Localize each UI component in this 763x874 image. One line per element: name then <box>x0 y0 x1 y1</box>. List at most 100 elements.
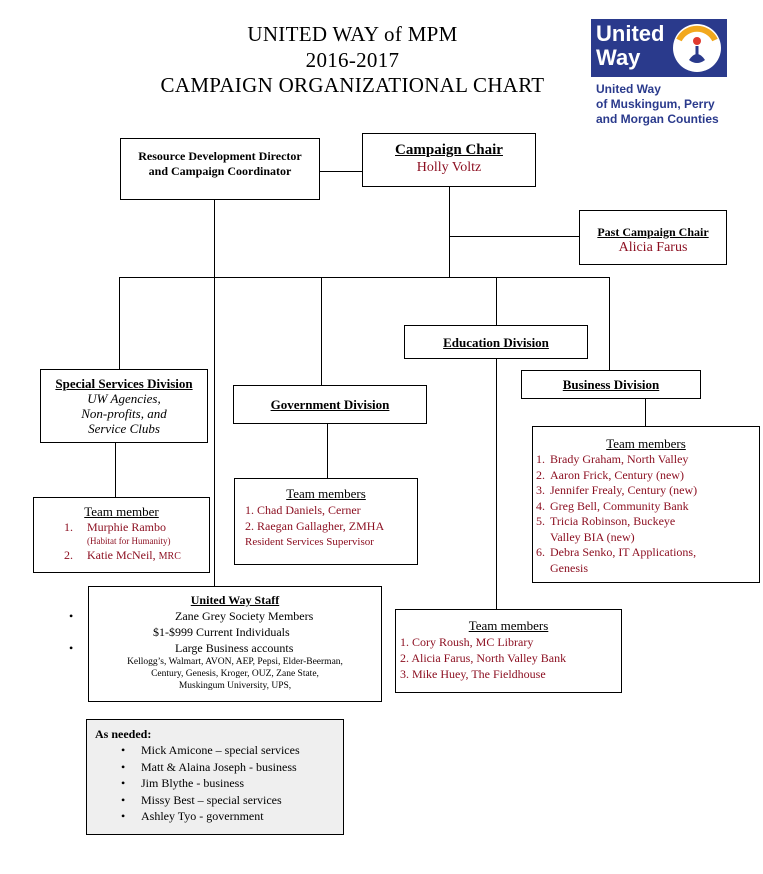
resource-director-line2: and Campaign Coordinator <box>148 164 292 178</box>
education-division-title: Education Division <box>443 335 549 350</box>
government-team-box: Team members 1. Chad Daniels, Cerner 2. … <box>234 478 418 565</box>
logo-word-united: United <box>596 21 665 46</box>
business-member-num: 6. <box>536 545 545 559</box>
business-member-line1: Debra Senko, IT Applications, <box>550 545 697 559</box>
business-division-box: Business Division <box>521 370 701 399</box>
as-needed-item: Jim Blythe - business <box>141 775 343 792</box>
special-services-desc1: UW Agencies, <box>87 391 161 406</box>
resource-director-line1: Resource Development Director <box>138 149 302 163</box>
logo-subtitle: United Way of Muskingum, Perry and Morga… <box>596 82 756 127</box>
business-member-list: 1. Brady Graham, North Valley 2.Aaron Fric… <box>533 452 759 576</box>
special-services-desc2: Non-profits, and <box>81 406 167 421</box>
connector-past-chair <box>449 236 579 237</box>
business-member-num: 3. <box>536 483 545 497</box>
campaign-chair-box: Campaign Chair Holly Voltz <box>362 133 536 187</box>
business-member-num: 2. <box>536 467 545 482</box>
business-team-box: Team members 1. Brady Graham, North Valle… <box>532 426 760 583</box>
as-needed-item: Ashley Tyo - government <box>141 808 343 825</box>
connector-education-team <box>496 359 497 609</box>
special-member-2: 2. Katie McNeil, MRC <box>34 548 209 564</box>
past-chair-box: Past Campaign Chair Alicia Farus <box>579 210 727 265</box>
as-needed-item-text: Jim Blythe - business <box>141 776 245 790</box>
education-team-title: Team members <box>468 618 549 633</box>
as-needed-title: As needed: <box>95 727 152 741</box>
staff-accounts-3: Muskingum University, UPS, <box>178 681 292 691</box>
logo-sub-line2: of Muskingum, Perry <box>596 97 715 111</box>
connector-special <box>119 277 120 369</box>
logo-sub-line3: and Morgan Counties <box>596 112 719 126</box>
special-member-1-note: (Habitat for Humanity) <box>87 536 171 546</box>
as-needed-box: As needed: Mick Amicone – special servic… <box>86 719 344 835</box>
logo-sub-line1: United Way <box>596 82 661 96</box>
special-services-team-title: Team member <box>84 504 159 519</box>
business-team-title: Team members <box>606 436 686 451</box>
special-member-1: 1. Murphie Rambo <box>34 520 209 535</box>
government-division-box: Government Division <box>233 385 427 424</box>
connector-education <box>496 277 497 325</box>
campaign-chair-title: Campaign Chair <box>395 142 503 158</box>
government-division-title: Government Division <box>270 397 390 412</box>
connector-special-team <box>115 443 116 497</box>
business-member-num: 1. <box>536 452 545 466</box>
staff-item-2: $1-$999 Current Individuals <box>153 625 290 639</box>
staff-accounts-1: Kellogg’s, Walmart, AVON, AEP, Pepsi, El… <box>127 657 343 667</box>
education-member-2: 2. Alicia Farus, North Valley Bank <box>400 651 567 665</box>
business-member-line1: Brady Graham, North Valley <box>550 452 689 466</box>
government-member-2-role: Resident Services Supervisor <box>245 536 374 548</box>
business-member: 4. Greg Bell, Community Bank <box>533 499 759 515</box>
education-team-box: Team members 1. Cory Roush, MC Library 2… <box>395 609 622 693</box>
connector-government <box>321 277 322 385</box>
special-services-box: Special Services Division UW Agencies, N… <box>40 369 208 443</box>
logo-word-way: Way <box>596 45 641 70</box>
campaign-chair-name: Holly Voltz <box>416 160 482 175</box>
education-member-3: 3. Mike Huey, The Fieldhouse <box>400 667 546 681</box>
united-way-hand-icon <box>673 24 721 72</box>
special-member-1-num: 1. <box>64 520 73 534</box>
business-member: 6.Debra Senko, IT Applications,Genesis <box>533 545 759 576</box>
chart-title-line3: CAMPAIGN ORGANIZATIONAL CHART <box>160 73 545 97</box>
government-member-2: 2. Raegan Gallagher, ZMHA <box>245 519 385 533</box>
business-member-num: 5. <box>536 514 545 528</box>
as-needed-item-text: Mick Amicone – special services <box>141 743 300 757</box>
staff-accounts-2: Century, Genesis, Kroger, OUZ, Zane Stat… <box>151 669 319 679</box>
special-services-team-box: Team member 1. Murphie Rambo (Habitat fo… <box>33 497 210 573</box>
past-chair-title: Past Campaign Chair <box>597 225 709 239</box>
business-member: 2.Aaron Frick, Century (new) <box>533 468 759 484</box>
business-member-num: 4. <box>536 498 545 513</box>
resource-director-box: Resource Development Director and Campai… <box>120 138 320 200</box>
as-needed-item: Missy Best – special services <box>141 792 343 809</box>
connector-division-bar <box>119 277 609 278</box>
staff-item-1-text: Zane Grey Society Members <box>175 609 314 623</box>
united-way-staff-box: United Way Staff Zane Grey Society Membe… <box>88 586 382 702</box>
business-member-line1: Tricia Robinson, Buckeye <box>550 514 676 528</box>
connector-business-team <box>645 399 646 426</box>
business-member-line1: Greg Bell, Community Bank <box>550 498 689 513</box>
business-member: 3. Jennifer Frealy, Century (new) <box>533 483 759 499</box>
as-needed-item-text: Missy Best – special services <box>141 792 282 807</box>
chart-title-line1: UNITED WAY of MPM <box>247 22 458 46</box>
connector-chair-down <box>449 187 450 278</box>
staff-item-1: Zane Grey Society Members <box>89 608 381 624</box>
connector-government-team <box>327 424 328 478</box>
business-member-line1: Jennifer Frealy, Century (new) <box>550 483 698 497</box>
as-needed-item: Matt & Alaina Joseph - business <box>141 759 343 776</box>
connector-director-chair <box>320 171 362 172</box>
special-member-2-org: MRC <box>158 551 181 562</box>
special-member-2-num: 2. <box>64 548 73 562</box>
special-member-2-name: Katie McNeil, <box>87 548 156 562</box>
connector-business <box>609 277 610 370</box>
past-chair-name: Alicia Farus <box>618 240 688 255</box>
business-member-line2: Valley BIA (new) <box>550 529 635 544</box>
as-needed-item: Mick Amicone – special services <box>141 742 343 759</box>
government-team-title: Team members <box>286 486 366 501</box>
connector-director-staff <box>214 200 215 586</box>
as-needed-item-text: Matt & Alaina Joseph - business <box>141 759 297 774</box>
staff-item-3: Large Business accounts <box>89 640 381 656</box>
special-member-1-name: Murphie Rambo <box>87 520 166 534</box>
special-services-desc3: Service Clubs <box>88 421 160 436</box>
as-needed-item-text: Ashley Tyo - government <box>141 809 264 823</box>
united-way-logo: United Way <box>591 19 727 77</box>
education-division-box: Education Division <box>404 325 588 359</box>
